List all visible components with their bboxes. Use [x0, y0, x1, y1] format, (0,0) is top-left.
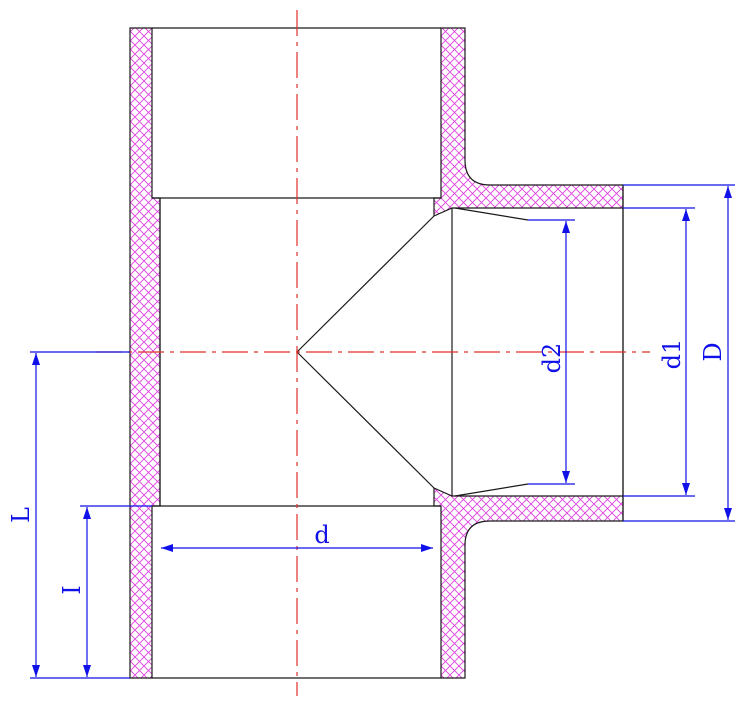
- label-d2: d2: [538, 343, 566, 374]
- label-D: D: [699, 342, 727, 361]
- cone-lower-edge: [296, 351, 435, 489]
- left-wall: [129, 27, 161, 679]
- dimension-labels: d L I d2 d1 D: [7, 339, 727, 595]
- pipe-walls: [129, 27, 624, 679]
- centerlines: [96, 10, 650, 696]
- dimensions: [30, 184, 735, 679]
- upper-right-wall-branch-top: [433, 27, 624, 217]
- label-d: d: [314, 521, 329, 549]
- cone-upper-edge: [296, 215, 435, 353]
- label-d1: d1: [658, 339, 686, 370]
- label-L: L: [7, 507, 35, 523]
- label-I: I: [58, 585, 86, 594]
- lower-right-wall-branch-bottom: [433, 487, 624, 679]
